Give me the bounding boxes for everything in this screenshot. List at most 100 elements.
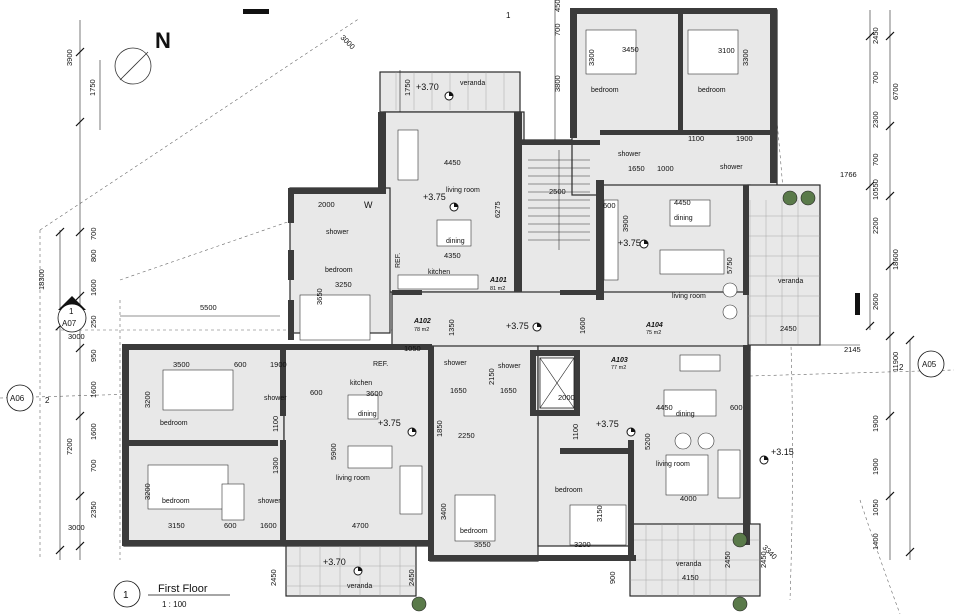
room-label-bedroom: bedroom <box>325 267 353 274</box>
room-label-veranda: veranda <box>347 583 372 590</box>
elevator-shaft <box>539 357 575 409</box>
room-label-bedroom: bedroom <box>698 87 726 94</box>
stairs <box>528 150 590 250</box>
dimension-value: 18300 <box>37 269 46 290</box>
dimension-value: 600 <box>224 521 237 530</box>
room-label-shower: shower <box>258 498 281 505</box>
level-label: +3.75 <box>378 418 401 428</box>
unit-code: A102 <box>413 318 431 325</box>
dimension-value: 800 <box>89 249 98 262</box>
dimension-value: 1100 <box>271 416 280 432</box>
dimension-value: 2450 <box>759 551 768 568</box>
grid-bubble-label: 1 <box>506 11 511 20</box>
room-label-bedroom: bedroom <box>591 87 619 94</box>
veranda-tiles <box>286 72 820 596</box>
dimension-value: 2000 <box>558 393 575 402</box>
dimension-value: 2450 <box>269 569 278 586</box>
room-label-dining: dining <box>674 215 693 222</box>
grid-bubble-label: A05 <box>922 360 937 369</box>
level-marker-icons <box>353 91 769 576</box>
dimension-value: 1100 <box>571 424 580 440</box>
dimension-value: 1900 <box>871 458 880 475</box>
dimension-value: 6275 <box>493 201 502 218</box>
dimension-value: 4450 <box>674 198 691 207</box>
dimension-value: 700 <box>553 23 562 36</box>
dimension-value: 1900 <box>871 415 880 432</box>
room-label-shower: shower <box>618 151 641 158</box>
dimension-value: 3000 <box>68 332 85 341</box>
dimension-value: 1350 <box>447 319 456 336</box>
dimension-value: 3250 <box>335 280 352 289</box>
dimension-value: 1050 <box>871 499 880 516</box>
dimension-value: 18600 <box>891 249 900 270</box>
dimension-value: 3300 <box>741 49 750 66</box>
dimension-value: 700 <box>871 153 880 166</box>
room-label-dining: dining <box>676 411 695 418</box>
level-label: +3.75 <box>506 321 529 331</box>
unit-area: 78 m2 <box>414 327 429 333</box>
dimension-value: 3100 <box>718 46 735 55</box>
dimension-value: 3800 <box>553 75 562 92</box>
dimension-value: 2600 <box>871 293 880 310</box>
dimension-value: 4150 <box>682 573 699 582</box>
room-label-bedroom: bedroom <box>162 498 190 505</box>
dimension-value: 3200 <box>143 391 152 408</box>
dimension-value: 700 <box>89 459 98 472</box>
dimension-value: 1650 <box>500 386 517 395</box>
dimension-value: 2300 <box>871 111 880 128</box>
level-label: +3.70 <box>416 82 439 92</box>
dimension-value: 1400 <box>871 533 880 550</box>
room-label-shower: shower <box>444 360 467 367</box>
dimension-value: 2500 <box>549 187 566 196</box>
ref-label: REF. <box>373 361 388 368</box>
dimension-value: 2450 <box>407 569 416 586</box>
level-label: +3.70 <box>323 557 346 567</box>
room-label-bedroom: bedroom <box>160 420 188 427</box>
room-label-shower: shower <box>720 164 743 171</box>
dimension-value: 10550 <box>871 179 880 200</box>
north-arrow-icon <box>114 47 152 85</box>
unit-code: A104 <box>645 322 663 329</box>
room-label-shower: shower <box>498 363 521 370</box>
plant-icons <box>411 190 816 612</box>
dimension-value: 1600 <box>260 521 277 530</box>
dimension-value: 1000 <box>657 164 674 173</box>
grid-bubble-label: 2 <box>45 396 50 405</box>
section-marker-right <box>855 293 860 315</box>
room-label-kitchen: kitchen <box>350 380 372 387</box>
dimension-value: 2350 <box>89 501 98 518</box>
unit-code: A103 <box>610 357 628 364</box>
dimension-value: 3500 <box>173 360 190 369</box>
dimension-value: 1600 <box>89 279 98 296</box>
dimension-value: 11900 <box>891 352 900 372</box>
dimension-value: 2000 <box>318 200 335 209</box>
dimension-value: 1900 <box>736 134 753 143</box>
w-label: W <box>364 200 373 210</box>
dimension-value: 1650 <box>628 164 645 173</box>
room-label-dining: dining <box>446 238 465 245</box>
dimension-value: 950 <box>89 349 98 362</box>
dimension-lines <box>59 0 911 560</box>
dimension-value: 3000 <box>68 523 85 532</box>
dimension-value: 2450 <box>871 27 880 44</box>
unit-area: 81 m2 <box>490 286 505 292</box>
dimension-value: 3450 <box>622 45 639 54</box>
dimension-value: 600 <box>603 201 616 210</box>
dimension-value: 3200 <box>574 540 591 549</box>
grid-bubbles <box>6 296 945 608</box>
dimension-ticks <box>55 31 915 557</box>
dimension-value: 700 <box>89 227 98 240</box>
level-label: +3.75 <box>423 192 446 202</box>
dimension-value: 700 <box>871 71 880 84</box>
dimension-value: 3650 <box>315 288 324 305</box>
grid-bubble-label: 1 <box>69 307 74 316</box>
dimension-value: 1650 <box>450 386 467 395</box>
dimension-value: 2250 <box>458 431 475 440</box>
dimension-value: 3900 <box>621 215 630 232</box>
dimension-value: 3150 <box>168 521 185 530</box>
dimension-value: 1766 <box>840 170 857 179</box>
level-label: +3.75 <box>618 238 641 248</box>
dimension-value: 1300 <box>271 457 280 474</box>
dimension-value: 7200 <box>65 438 74 455</box>
